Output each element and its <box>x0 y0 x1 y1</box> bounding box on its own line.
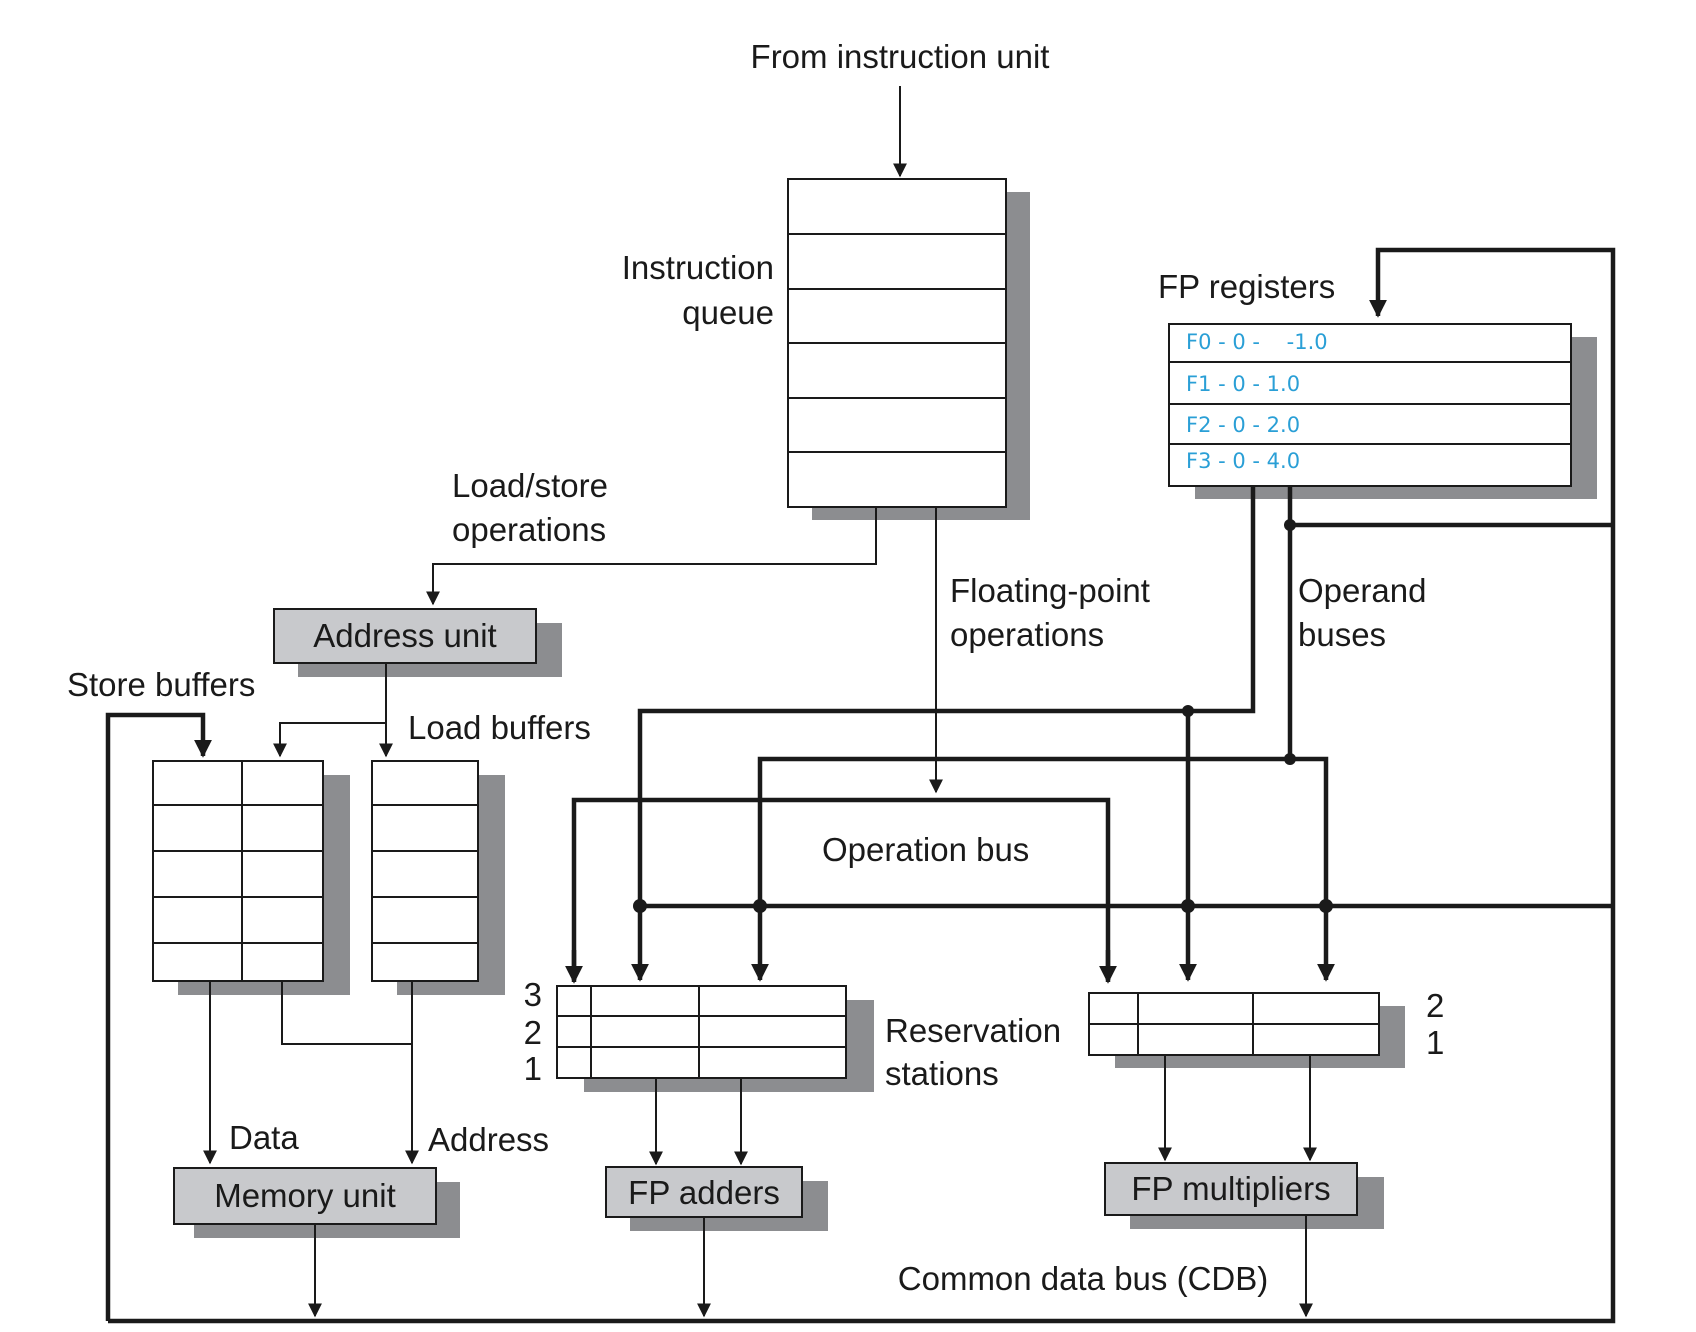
store-buffers <box>152 760 350 995</box>
load-buffers <box>371 760 505 995</box>
junction-dot <box>1284 753 1296 765</box>
fp-register-row: F0 - 0 - -1.0 <box>1186 330 1328 354</box>
operand-buses-label-1: Operand <box>1298 572 1426 609</box>
fp-registers-label: FP registers <box>1158 268 1335 305</box>
from-instruction-unit-label: From instruction unit <box>751 38 1050 75</box>
adder-station-number: 1 <box>524 1050 542 1087</box>
operand-bus-b-mult <box>1290 756 1335 982</box>
fp-register-file <box>1168 323 1597 499</box>
cdb-to-store-buffers <box>105 712 212 1321</box>
adder-station-number: 2 <box>524 1014 542 1051</box>
operand-bus-b <box>751 486 1293 982</box>
store-buffers-label: Store buffers <box>67 666 255 703</box>
memory-unit-label: Memory unit <box>214 1177 396 1214</box>
instruction-queue-label-1: Instruction <box>622 249 774 286</box>
multiplier-reservation-stations <box>1088 992 1405 1068</box>
cdb-to-registers-line <box>1369 247 1616 906</box>
common-data-bus-label: Common data bus (CDB) <box>898 1260 1268 1297</box>
instruction-queue <box>787 178 1030 520</box>
data-label: Data <box>229 1119 299 1156</box>
load-store-label-2: operations <box>452 511 606 548</box>
junction-dot <box>1182 705 1194 717</box>
multiplier-station-number: 2 <box>1426 987 1444 1024</box>
fp-multipliers-label: FP multipliers <box>1131 1170 1330 1207</box>
floating-point-label-1: Floating-point <box>950 572 1150 609</box>
multiplier-station-number: 1 <box>1426 1024 1444 1061</box>
fp-register-row: F2 - 0 - 2.0 <box>1186 413 1300 437</box>
operand-buses-label-2: buses <box>1298 616 1386 653</box>
address-unit <box>273 608 562 677</box>
memory-unit <box>173 1167 460 1238</box>
load-store-arrow <box>426 507 877 606</box>
address-unit-label: Address unit <box>313 617 496 654</box>
fp-adders-label: FP adders <box>628 1174 780 1211</box>
junction-dot <box>633 899 647 913</box>
address-label: Address <box>428 1121 549 1158</box>
adder-station-number: 3 <box>524 976 542 1013</box>
fp-register-row: F1 - 0 - 1.0 <box>1186 372 1300 396</box>
operation-bus <box>571 797 1111 980</box>
fp-multipliers <box>1104 1162 1384 1229</box>
fp-register-row: F3 - 0 - 4.0 <box>1186 449 1300 473</box>
floating-point-label-2: operations <box>950 616 1104 653</box>
junction-dot <box>1319 899 1333 913</box>
store-address-line <box>281 981 412 1045</box>
load-buffers-label: Load buffers <box>408 709 591 746</box>
reservation-stations-label-2: stations <box>885 1055 999 1092</box>
load-store-label-1: Load/store <box>452 467 608 504</box>
common-data-bus <box>108 906 1616 1324</box>
reservation-stations-label-1: Reservation <box>885 1012 1061 1049</box>
junction-dot <box>1181 899 1195 913</box>
junction-dot <box>753 899 767 913</box>
junction-dot <box>1284 519 1296 531</box>
operation-bus-label: Operation bus <box>822 831 1029 868</box>
address-to-store-buffers <box>273 663 387 758</box>
fp-adders <box>605 1166 828 1231</box>
adder-reservation-stations <box>556 985 874 1092</box>
operand-bus-a <box>631 486 1256 982</box>
instruction-queue-label-2: queue <box>682 294 774 331</box>
